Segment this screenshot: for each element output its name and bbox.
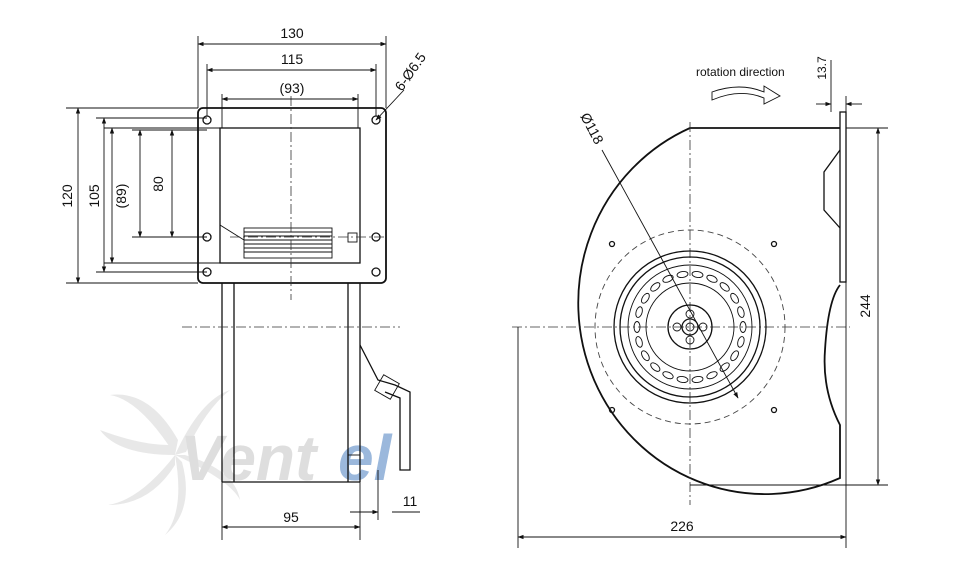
outlet-bracket: [823, 149, 841, 229]
impeller-slot: [633, 321, 641, 333]
dim-label: (89): [113, 184, 129, 209]
impeller-slot: [706, 371, 718, 380]
dim-93: (93): [221, 80, 359, 128]
impeller-slot: [691, 375, 704, 384]
rotation-arrow-icon: [711, 85, 781, 105]
impeller-slot: [706, 274, 718, 283]
dim-flange: 13.7: [815, 56, 862, 112]
impeller: [613, 250, 767, 404]
dim-130: 130: [197, 25, 387, 108]
housing-screws: [608, 240, 778, 414]
impeller-slot: [719, 362, 730, 372]
dim-label: 244: [857, 294, 873, 318]
dim-label: 226: [670, 518, 694, 534]
impeller-slot: [676, 375, 689, 384]
dim-115: 115: [206, 51, 377, 116]
impeller-slot: [662, 274, 674, 283]
dim-11: 11: [350, 470, 420, 520]
watermark-text-main: Vent: [180, 422, 319, 494]
dim-label: (93): [280, 80, 305, 96]
impeller-slot: [691, 270, 704, 279]
dim-label: 95: [283, 509, 299, 525]
dim-105: 105: [86, 117, 207, 273]
outlet-opening: [219, 127, 361, 264]
impeller-slot: [662, 371, 674, 380]
impeller-slot: [650, 282, 661, 292]
impeller-slots: [633, 270, 747, 384]
impeller-slot: [719, 282, 730, 292]
mounting-holes: [202, 115, 381, 277]
dim-label: 105: [86, 184, 102, 208]
front-view: 130 115 (93) 6-Ø6.5 120: [59, 25, 429, 540]
impeller-slot: [737, 306, 745, 318]
side-view: Ø118 rotation direction 13.7 244 22: [512, 56, 888, 548]
watermark: Vent el: [100, 390, 393, 535]
impeller-slot: [641, 292, 650, 304]
impeller-slot: [730, 350, 739, 362]
watermark-text-accent: el: [338, 422, 393, 494]
dim-label: 6-Ø6.5: [391, 49, 429, 93]
impeller-slot: [641, 350, 650, 362]
impeller-slot: [730, 292, 739, 304]
impeller-slot: [635, 336, 643, 348]
dim-label: 120: [59, 184, 75, 208]
outlet-flange: [839, 111, 847, 283]
motor-housing: [182, 283, 411, 483]
mounting-hole: [371, 267, 381, 277]
rotation-label: rotation direction: [696, 65, 785, 79]
volute-housing: [577, 127, 841, 495]
impeller-slot: [739, 321, 747, 333]
dim-120: 120: [59, 107, 198, 284]
dim-label: 80: [150, 176, 166, 192]
mounting-hole: [202, 115, 212, 125]
dim-label: 130: [280, 25, 304, 41]
dim-impeller-dia: Ø118: [577, 110, 739, 399]
impeller-slot: [635, 306, 643, 318]
rotation-direction: rotation direction: [696, 65, 785, 105]
front-flange: [197, 107, 387, 284]
dim-label: 13.7: [815, 56, 829, 80]
impeller-slot: [676, 270, 689, 279]
dim-89: (89): [104, 127, 220, 264]
fan-logo-icon: [100, 390, 240, 535]
impeller-slot: [737, 336, 745, 348]
dim-label: 11: [403, 493, 418, 509]
cable-gland: [359, 344, 411, 471]
dim-95: 95: [221, 482, 361, 540]
dim-label: 115: [281, 51, 304, 67]
dim-244: 244: [690, 127, 888, 486]
bolt-circle: [594, 229, 786, 425]
impeller-slot: [650, 362, 661, 372]
dim-226: 226: [517, 282, 847, 548]
impeller-blades: [219, 224, 358, 259]
dim-80: 80: [132, 129, 207, 238]
dim-label: Ø118: [577, 110, 607, 147]
